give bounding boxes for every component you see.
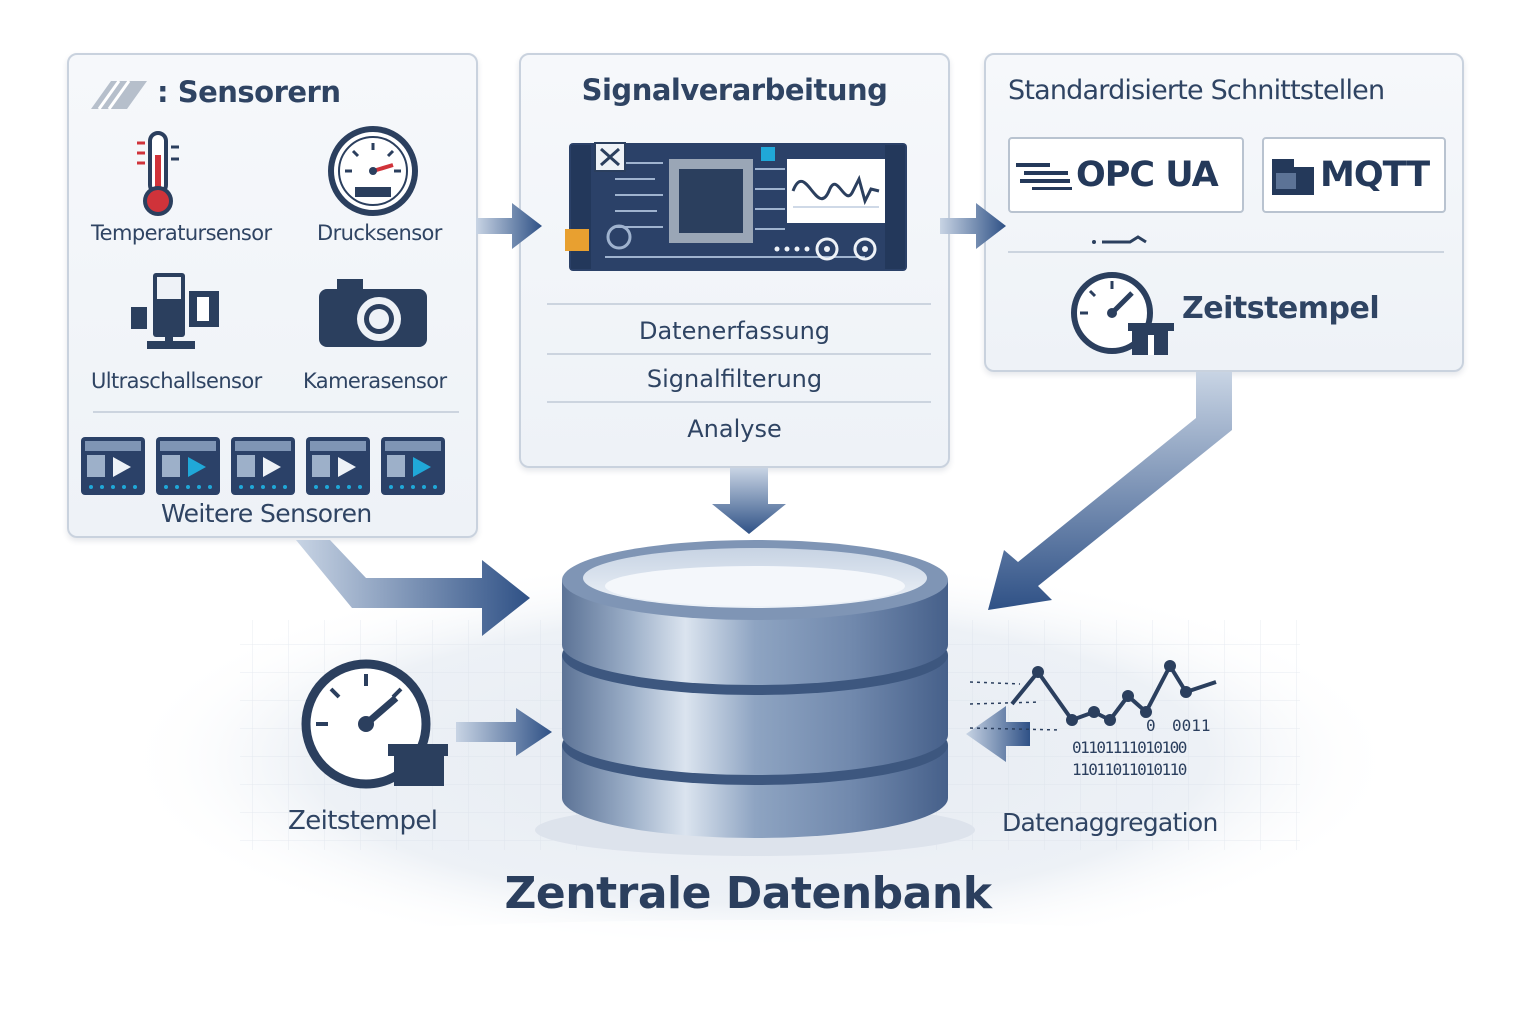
more-sensors-icons	[81, 437, 445, 495]
pressure-gauge-icon	[328, 126, 418, 216]
sensors-panel: : Sensorern Temperatursensor	[67, 53, 478, 538]
sensor-label-ultrasonic: Ultraschallsensor	[91, 369, 262, 393]
mqtt-folder-icon	[1272, 159, 1314, 195]
arrow-aggregation-to-database	[966, 706, 1030, 762]
database-cylinder-icon	[535, 540, 975, 856]
arrow-signal-to-database	[712, 468, 786, 534]
stopwatch-icon	[1071, 272, 1174, 355]
sensor-module-icon	[156, 437, 220, 495]
database-aggregation-label: Datenaggregation	[1002, 808, 1218, 837]
signal-processing-panel: Signalverarbeitung	[519, 53, 950, 468]
interfaces-divider	[1008, 251, 1444, 253]
sensors-title: : Sensorern	[157, 75, 341, 109]
signal-step-analysis: Analyse	[687, 415, 782, 443]
arrow-interfaces-to-database	[988, 372, 1232, 610]
sensor-label-camera: Kamerasensor	[303, 369, 447, 393]
opcua-box: OPC UA	[1008, 137, 1244, 213]
arrow-signal-to-interfaces	[940, 203, 1006, 249]
sensor-label-temperature: Temperatursensor	[91, 221, 272, 245]
binary-line-2: 01101111010100	[1072, 738, 1187, 757]
sensor-module-icon	[306, 437, 370, 495]
connector-squiggle	[1092, 235, 1147, 244]
mqtt-label: MQTT	[1320, 155, 1430, 195]
signal-step-acquisition: Datenerfassung	[638, 317, 831, 345]
opcua-label: OPC UA	[1076, 155, 1219, 195]
aggregation-line-chart-icon	[969, 660, 1217, 731]
database-title: Zentrale Datenbank	[504, 868, 992, 919]
signal-divider-3	[547, 401, 931, 403]
interfaces-title: Standardisierte Schnittstellen	[1008, 75, 1385, 106]
arrow-sensors-to-database	[296, 540, 530, 636]
mqtt-box: MQTT	[1262, 137, 1446, 213]
signal-divider-1	[547, 303, 931, 305]
interfaces-timestamp-label: Zeitstempel	[1182, 291, 1380, 326]
sensors-divider	[93, 411, 459, 413]
sensor-label-pressure: Drucksensor	[317, 221, 442, 245]
signal-title: Signalverarbeitung	[581, 73, 888, 107]
binary-prefix: 0	[1146, 716, 1156, 735]
signal-divider-2	[547, 353, 931, 355]
camera-icon	[319, 279, 427, 347]
more-sensors-label: Weitere Sensoren	[161, 499, 372, 528]
sensor-module-icon	[81, 437, 145, 495]
ultrasonic-sensor-icon	[131, 273, 219, 349]
circuit-board-icon	[565, 142, 907, 271]
opcua-stripes-icon	[1016, 163, 1072, 190]
database-timestamp-label: Zeitstempel	[288, 806, 438, 836]
interfaces-panel: Standardisierte Schnittstellen OPC UA MQ…	[984, 53, 1464, 372]
sensor-module-icon	[381, 437, 445, 495]
thermometer-icon	[137, 131, 179, 216]
binary-line-1: 0011	[1172, 716, 1211, 735]
database-stopwatch-icon	[301, 659, 448, 789]
sensor-module-icon	[231, 437, 295, 495]
sensor-header-icon	[91, 80, 147, 110]
signal-step-filtering: Signalfilterung	[646, 365, 823, 393]
arrow-timestamp-to-database	[456, 708, 552, 756]
arrow-sensors-to-signal	[476, 203, 542, 249]
binary-line-3: 11011011010110	[1072, 760, 1187, 779]
